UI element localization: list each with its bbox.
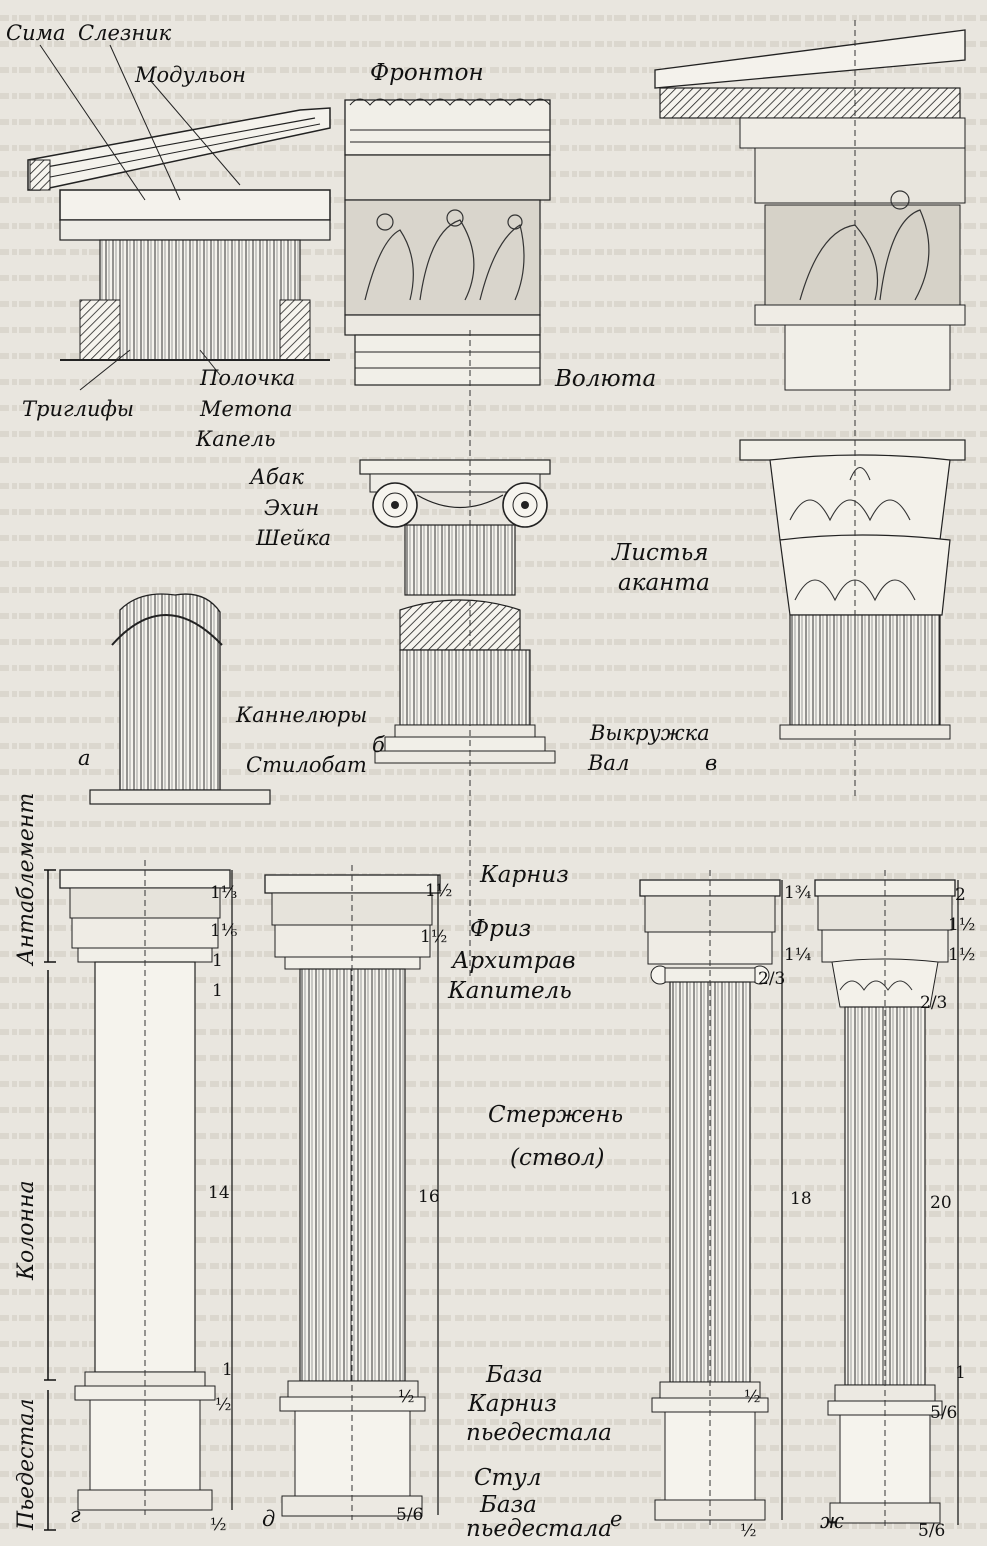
label-sterzhen: Стержень (488, 1102, 623, 1128)
fig-letter-e: е (610, 1507, 622, 1531)
module-e-ent-1: 1¾ (784, 883, 811, 903)
module-zh-ent-1: 2 (955, 885, 966, 905)
label-abak: Абак (248, 465, 304, 489)
module-zh-ped-2: 5/6 (930, 1403, 957, 1423)
fig-letter-a: а (78, 746, 91, 770)
module-d-ent-2: 1½ (420, 927, 447, 947)
module-g-base: 1 (212, 981, 223, 1001)
fig-letter-g: г (70, 1503, 81, 1527)
label-ekhin: Эхин (264, 496, 319, 520)
module-zh-cap: 2/3 (920, 993, 947, 1013)
module-g-ped-base: ½ (210, 1515, 226, 1535)
label-kapitel: Капитель (447, 978, 572, 1004)
module-g-ent-2: 1⅙ (210, 921, 237, 941)
label-kapel: Капель (195, 427, 276, 451)
fig-letter-zh: ж (820, 1509, 844, 1533)
ionic-order-proportions (639, 870, 783, 1525)
module-e-ent-2: 1¼ (784, 945, 811, 965)
module-proportions: 1⅓ 1⅙ 1 1 14 1 ½ ½ 1½ 1½ 16 ½ 5/6 1¾ 2/3… (208, 881, 975, 1541)
label-sima: Сима (6, 21, 66, 45)
label-friz: Фриз (470, 916, 531, 942)
label-val: Вал (587, 751, 629, 775)
label-triglify: Триглифы (22, 397, 134, 421)
module-d-shaft: 16 (418, 1187, 440, 1207)
module-zh-ped-base: 5/6 (918, 1521, 945, 1541)
label-kannelyury: Каннелюры (235, 703, 367, 727)
tuscan-order-proportions (59, 860, 233, 1515)
label-polochka: Полочка (199, 366, 295, 390)
module-zh-ent-3: 1½ (948, 945, 975, 965)
label-baza: База (485, 1362, 543, 1388)
label-stilobat: Стилобат (246, 753, 367, 777)
label-pedestal: Пьедестал (14, 1399, 39, 1531)
label-fronton: Фронтон (370, 60, 484, 86)
label-stvol: (ствол) (510, 1145, 605, 1171)
label-arkhitrav: Архитрав (450, 948, 576, 974)
fig-letter-b: б (372, 733, 385, 757)
label-listya: Листья (611, 540, 708, 566)
ionic-order-drawing (344, 98, 556, 980)
label-metopa: Метопа (199, 397, 293, 421)
corinthian-order-drawing (654, 20, 966, 800)
figure-letters: а б в г д е ж (70, 733, 844, 1533)
fig-letter-v: в (705, 751, 717, 775)
label-antablement: Антаблемент (14, 793, 39, 967)
label-kolonna: Колонна (14, 1180, 39, 1281)
module-zh-ent-2: 1½ (948, 915, 975, 935)
module-e-ped: ½ (744, 1387, 760, 1407)
left-brackets (44, 869, 56, 1531)
label-baza-pedestala-2: пьедестала (466, 1516, 612, 1542)
label-sleznik: Слезник (78, 21, 172, 45)
corinthian-order-proportions (814, 870, 959, 1528)
fig-letter-d: д (262, 1507, 275, 1531)
module-g-cap: 1 (212, 951, 223, 971)
label-voluta: Волюта (554, 366, 656, 392)
label-modulon: Модульон (134, 63, 246, 87)
module-g-ped-cornice: 1 (222, 1360, 233, 1380)
module-d-ent-1: 1½ (425, 881, 452, 901)
label-karniz-pedestala-2: пьедестала (466, 1420, 612, 1446)
module-d-ped: ½ (398, 1387, 414, 1407)
label-akanta: аканта (618, 570, 710, 596)
label-vykruzhka: Выкружка (589, 721, 710, 745)
module-g-shaft: 14 (208, 1183, 230, 1203)
doric-order-drawing (27, 44, 331, 805)
label-karniz-pedestala-1: Карниз (467, 1391, 557, 1417)
module-d-ped-base: 5/6 (396, 1505, 423, 1525)
label-baza-pedestala-1: База (479, 1492, 537, 1518)
module-zh-ped: 1 (955, 1363, 966, 1383)
module-g-ent-1: 1⅓ (210, 883, 237, 903)
label-stul: Стул (474, 1465, 541, 1491)
part-labels: Сима Слезник Модульон Фронтон Полочка Тр… (6, 21, 710, 1542)
module-zh-shaft: 20 (930, 1193, 952, 1213)
module-e-ped-base: ½ (740, 1521, 756, 1541)
doric-order-proportions (264, 865, 441, 1520)
label-karniz: Карниз (479, 862, 569, 888)
module-e-cap: 2/3 (758, 969, 785, 989)
module-e-shaft: 18 (790, 1189, 812, 1209)
label-sheyka: Шейка (255, 526, 331, 550)
module-g-ped-stul: ½ (215, 1395, 231, 1415)
